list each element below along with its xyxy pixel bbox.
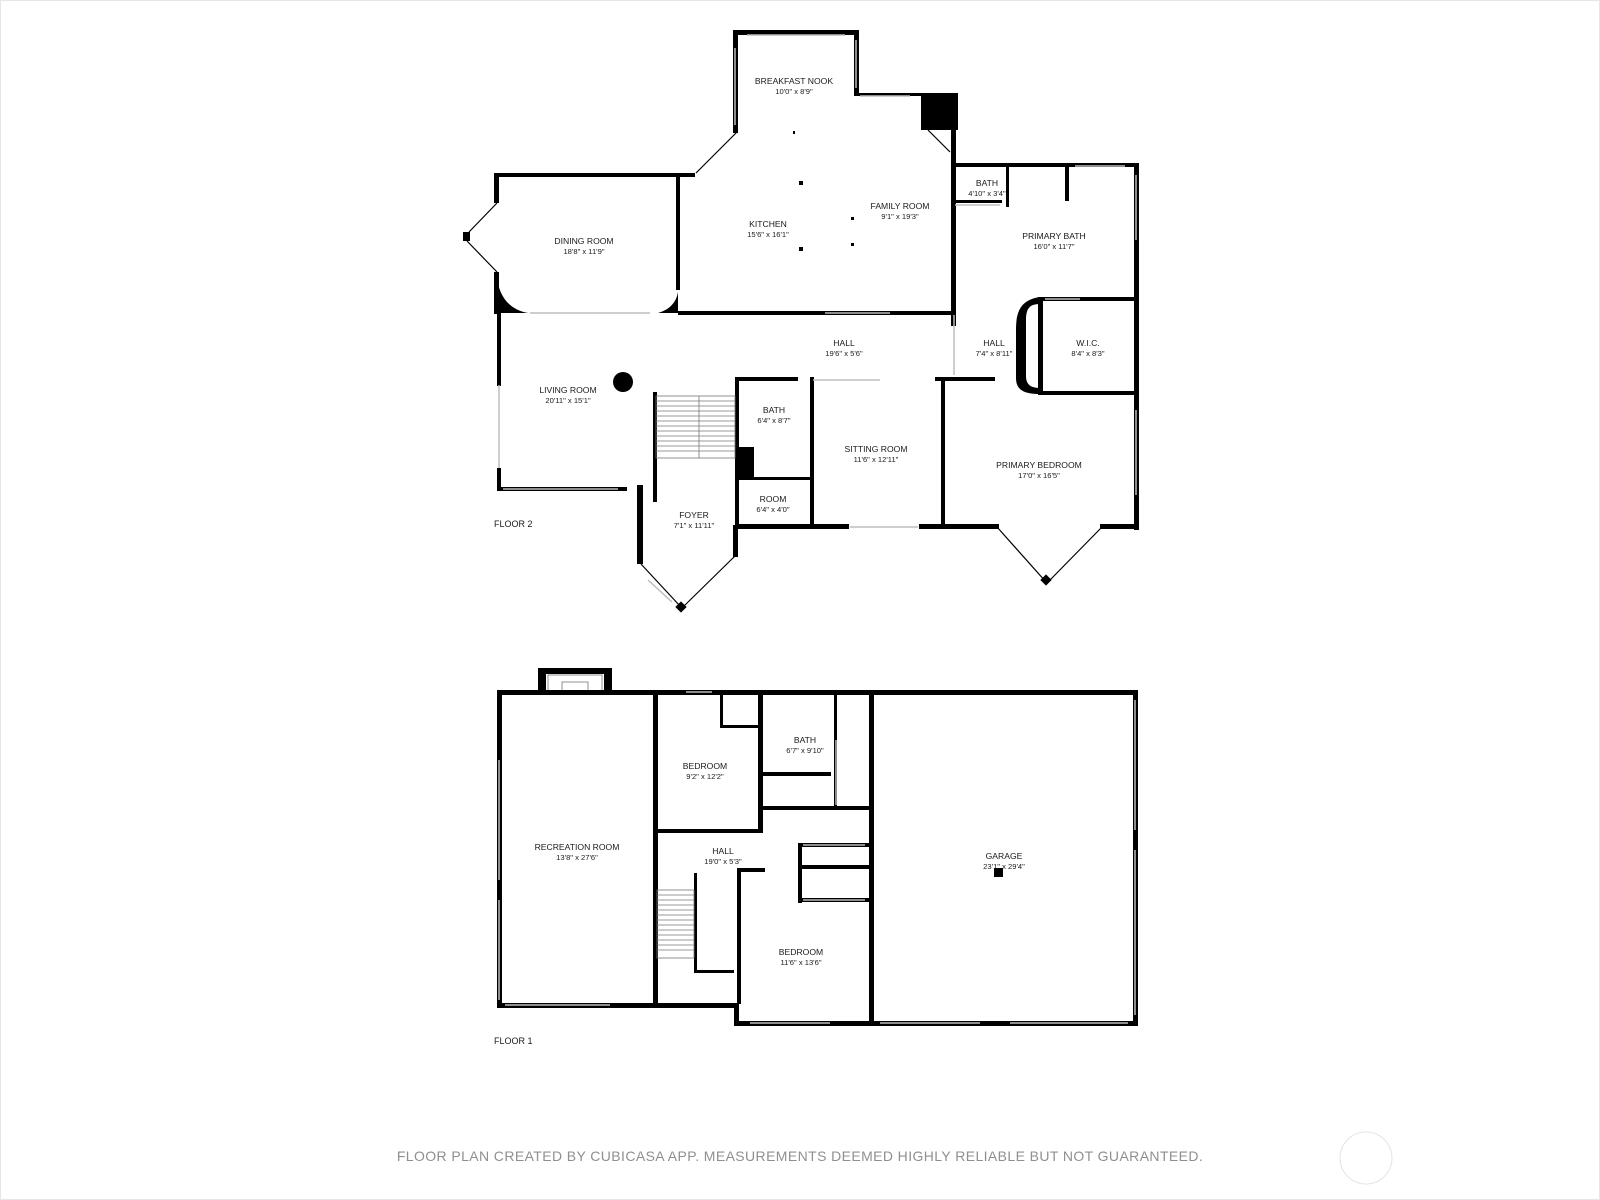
room-dims-foyer: 7'1" x 11'11" <box>674 521 715 530</box>
room-name-primary-bath: PRIMARY BATH <box>1022 231 1086 241</box>
room-dims-hall-primary: 7'4" x 8'11" <box>976 349 1013 358</box>
room-dims-breakfast-nook: 10'0" x 8'9" <box>775 87 813 96</box>
room-name-recreation-room: RECREATION ROOM <box>535 842 620 852</box>
room-name-dining-room: DINING ROOM <box>554 236 613 246</box>
floor-1-labels: BEDROOM 9'2" x 12'2" BATH 6'7" x 9'10" R… <box>494 735 1025 1046</box>
floor-2-windows <box>498 34 1137 603</box>
room-name-bath-small: BATH <box>976 178 998 188</box>
room-name-room: ROOM <box>760 494 787 504</box>
room-dims-sitting-room: 11'6" x 12'11" <box>854 455 899 464</box>
room-dims-primary-bedroom: 17'0" x 16'5" <box>1018 471 1060 480</box>
room-dims-living-room: 20'11" x 15'1" <box>545 396 591 405</box>
room-name-hall-main: HALL <box>833 338 855 348</box>
room-name-bedroom-upper: BEDROOM <box>683 761 727 771</box>
column-marker <box>613 372 633 392</box>
room-dims-bath-hall: 6'4" x 8'7" <box>757 416 791 425</box>
room-dims-garage: 23'1" x 29'4" <box>983 862 1025 871</box>
room-name-kitchen: KITCHEN <box>749 219 787 229</box>
room-name-primary-bedroom: PRIMARY BEDROOM <box>996 460 1082 470</box>
room-dims-bedroom-lower: 11'6" x 13'6" <box>780 958 821 967</box>
floor-2-walls <box>463 30 1139 613</box>
garage-post-marker <box>994 868 1003 877</box>
room-name-living-room: LIVING ROOM <box>539 385 596 395</box>
room-name-bath-hall: BATH <box>763 405 785 415</box>
room-dims-family-room: 9'1" x 19'3" <box>881 212 919 221</box>
room-name-garage: GARAGE <box>986 851 1023 861</box>
room-name-breakfast-nook: BREAKFAST NOOK <box>755 76 833 86</box>
room-dims-hall-main: 19'6" x 5'6" <box>825 349 863 358</box>
room-dims-kitchen: 15'6" x 16'1" <box>747 230 789 239</box>
room-dims-dining-room: 18'8" x 11'9" <box>563 247 604 256</box>
room-name-hall-lower: HALL <box>712 846 734 856</box>
floor-2-features <box>613 131 854 392</box>
floor-1-label: FLOOR 1 <box>494 1036 533 1046</box>
room-dims-bedroom-upper: 9'2" x 12'2" <box>686 772 724 781</box>
room-name-sitting-room: SITTING ROOM <box>844 444 907 454</box>
room-dims-bath-small: 4'10" x 3'4" <box>968 189 1006 198</box>
room-name-bedroom-lower: BEDROOM <box>779 947 823 957</box>
room-dims-primary-bath: 16'0" x 11'7" <box>1033 242 1074 251</box>
disclaimer-text: FLOOR PLAN CREATED BY CUBICASA APP. MEAS… <box>397 1148 1203 1164</box>
room-name-hall-primary: HALL <box>983 338 1005 348</box>
floor-1-windows <box>498 691 1136 1024</box>
floor-1-stairs <box>656 868 1003 959</box>
room-name-bath-lower: BATH <box>794 735 816 745</box>
floor-2-labels: BREAKFAST NOOK 10'0" x 8'9" KITCHEN 15'6… <box>494 76 1105 530</box>
watermark-logo-icon <box>1339 1131 1393 1185</box>
room-dims-room: 6'4" x 4'0" <box>756 505 790 514</box>
floor-2-stairs <box>655 395 736 459</box>
floor-2-label: FLOOR 2 <box>494 519 533 529</box>
room-name-wic: W.I.C. <box>1076 338 1099 348</box>
room-name-foyer: FOYER <box>679 510 709 520</box>
room-dims-bath-lower: 6'7" x 9'10" <box>786 746 824 755</box>
room-dims-wic: 8'4" x 8'3" <box>1071 349 1105 358</box>
room-name-family-room: FAMILY ROOM <box>871 201 930 211</box>
room-dims-recreation-room: 13'8" x 27'6" <box>556 853 598 862</box>
room-dims-hall-lower: 19'0" x 5'3" <box>704 857 742 866</box>
